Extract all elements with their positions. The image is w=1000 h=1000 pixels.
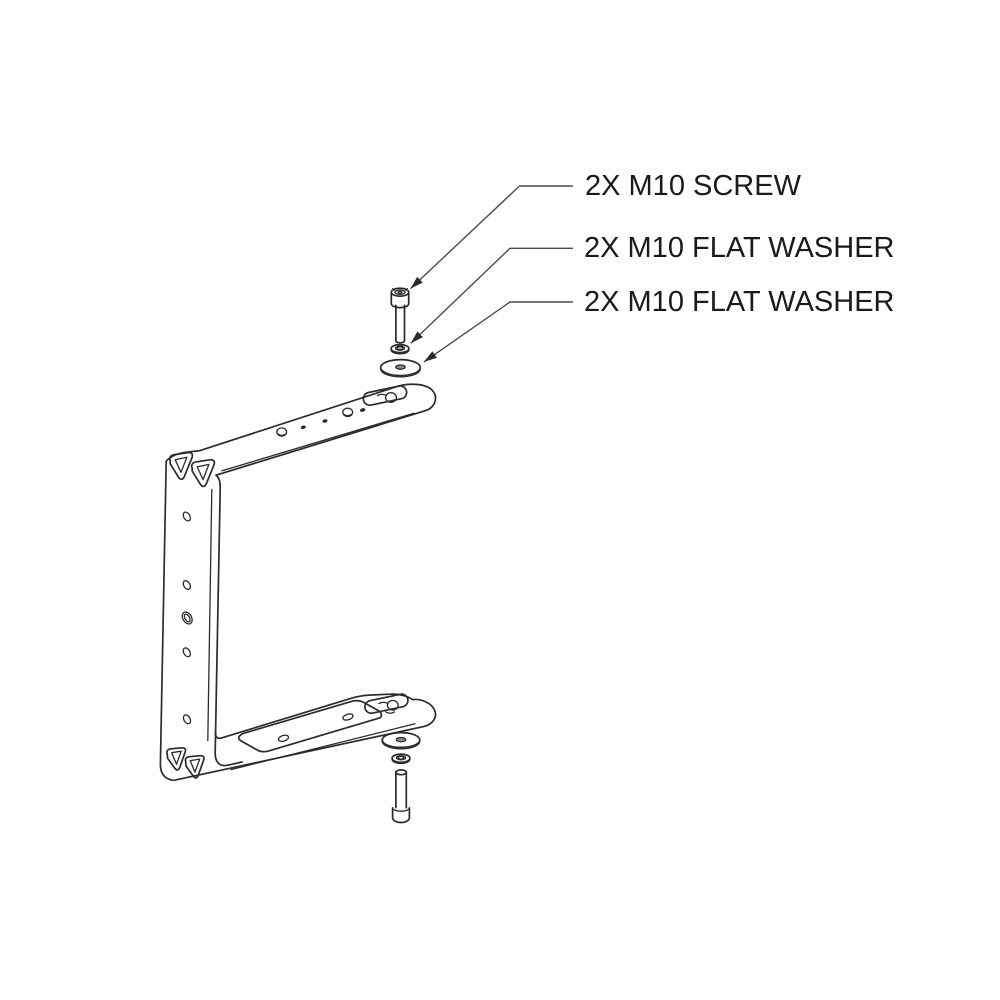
leader-flat-washer-large [423, 301, 573, 363]
bottom-arm [173, 693, 437, 782]
callout-label-flat-washer-1: 2X M10 FLAT WASHER [584, 232, 895, 264]
mounting-plate [237, 699, 383, 753]
spine-holes [181, 511, 193, 725]
bottom-flat-washer-small [391, 753, 411, 765]
leader-screw [410, 185, 573, 290]
corner-clips-top [168, 451, 216, 488]
bottom-flat-washer-large [381, 731, 421, 750]
callout-label-flat-washer-2: 2X M10 FLAT WASHER [584, 286, 895, 318]
top-flat-washer-large [379, 358, 422, 378]
top-arm [165, 383, 437, 767]
u-bracket [159, 383, 437, 782]
callout-label-screw: 2X M10 SCREW [585, 170, 801, 202]
spine [159, 460, 213, 782]
keyhole-slot-bottom [364, 693, 409, 715]
leader-flat-washer-small [410, 247, 573, 344]
top-arm-holes [276, 407, 366, 437]
keyhole-slot-top [362, 385, 408, 407]
top-flat-washer-small [390, 343, 410, 355]
bottom-screw [391, 769, 411, 824]
callout-leaders [410, 185, 573, 363]
top-screw [390, 287, 410, 344]
corner-clips-bottom [166, 746, 205, 779]
